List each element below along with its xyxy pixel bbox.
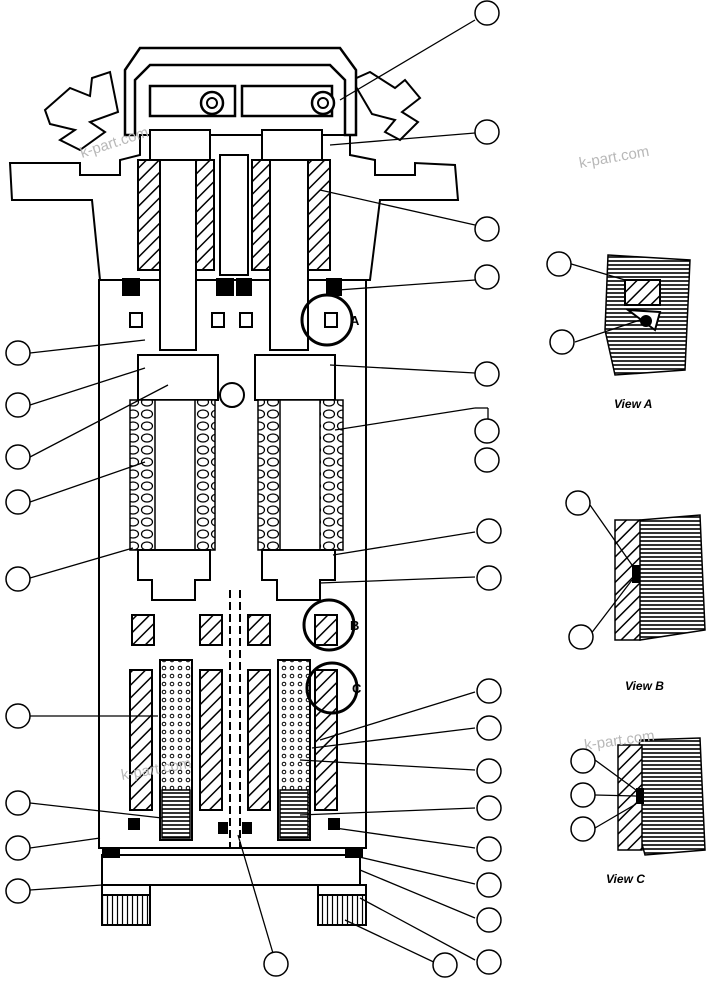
callout-bubble (5, 790, 31, 816)
spool-sleeve-right-outer (314, 669, 338, 811)
port-fitting-left (101, 894, 151, 926)
center-ball (219, 382, 245, 408)
nut-right (310, 90, 336, 116)
callout-bubble (5, 703, 31, 729)
hex-head-right (261, 129, 323, 163)
callout-bubble (474, 447, 500, 473)
guide-bushing-left-inner (195, 159, 215, 271)
rubber-boot (43, 70, 422, 152)
callout-bubble (263, 951, 289, 977)
spool-sleeve-right-inner (247, 669, 271, 811)
callout-bubble (5, 489, 31, 515)
callout-bubble (476, 565, 502, 591)
detail-circle-c (305, 661, 359, 715)
guide-bushing-left-outer (137, 159, 161, 271)
callout-bubble (5, 878, 31, 904)
callout-bubble (476, 795, 502, 821)
spring-seat-right (254, 354, 336, 401)
push-rod-left (159, 159, 197, 351)
spool-sleeve-left-outer (129, 669, 153, 811)
lever-plate (123, 46, 358, 137)
callout-bubble (5, 835, 31, 861)
detail-circle-b (302, 598, 356, 652)
guide-bushing-right-outer (307, 159, 331, 271)
callout-bubble (476, 518, 502, 544)
view-a-label: View A (614, 397, 652, 411)
view-c-label: View C (606, 872, 645, 886)
callout-bubbles (5, 0, 596, 978)
callout-bubble (5, 566, 31, 592)
callout-bubble (570, 782, 596, 808)
callout-bubble (474, 0, 500, 26)
detail-letter-b: B (350, 618, 359, 633)
callout-bubble (476, 715, 502, 741)
callout-bubble (476, 872, 502, 898)
detail-letter-a: A (350, 313, 360, 328)
callout-bubble (570, 748, 596, 774)
callout-bubble (570, 816, 596, 842)
view-a: View A (604, 254, 691, 411)
guide-bushing-right-inner (251, 159, 271, 271)
seal-1 (122, 278, 140, 296)
callout-bubble (474, 361, 500, 387)
base-plate (101, 854, 361, 886)
callout-bubble (5, 392, 31, 418)
spool-head-left (137, 549, 211, 601)
callout-bubble (476, 836, 502, 862)
callout-bubble (474, 418, 500, 444)
port-fitting-right (317, 894, 367, 926)
detail-letter-c: C (352, 681, 362, 696)
callout-bubble (432, 952, 458, 978)
view-c: View C (606, 737, 706, 886)
spool-sleeve-left-inner (199, 669, 223, 811)
center-rod (219, 154, 249, 276)
callout-bubble (549, 329, 575, 355)
nut-left (199, 90, 225, 116)
main-valve-assembly (8, 46, 460, 926)
detail-circle-a (300, 293, 354, 347)
view-b: View B (614, 514, 706, 693)
callout-bubble (5, 444, 31, 470)
callout-bubble (476, 949, 502, 975)
spring-seat-left (137, 354, 219, 401)
view-b-label: View B (625, 679, 664, 693)
detail-markers: A B C (300, 293, 362, 715)
callout-bubble (546, 251, 572, 277)
callout-bubble (5, 340, 31, 366)
seal-4 (326, 278, 342, 296)
callout-bubble (565, 490, 591, 516)
seal-3 (236, 278, 252, 296)
watermark-2: k-part.com (578, 143, 651, 172)
callout-bubble (568, 624, 594, 650)
callout-bubble (474, 119, 500, 145)
callout-bubble (476, 758, 502, 784)
callout-bubble (474, 264, 500, 290)
callout-leaders (29, 19, 641, 966)
seal-2 (216, 278, 234, 296)
hex-head-left (149, 129, 211, 163)
spool-head-right (261, 549, 336, 601)
callout-bubble (476, 678, 502, 704)
callout-bubble (476, 907, 502, 933)
callout-bubble (474, 216, 500, 242)
